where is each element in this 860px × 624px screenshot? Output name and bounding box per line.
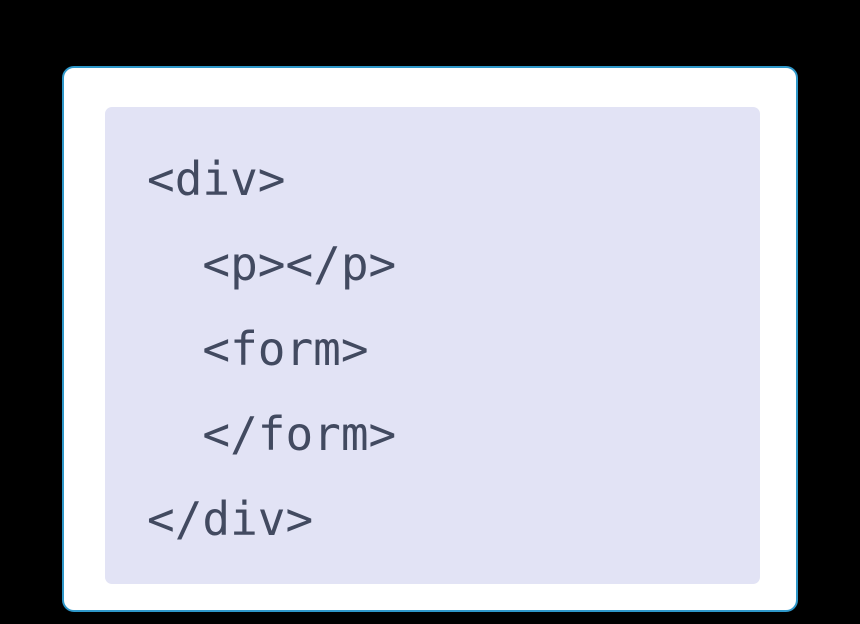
code-line: <form> xyxy=(147,322,369,376)
code-line: </div> xyxy=(147,492,314,546)
code-line: </form> xyxy=(147,407,397,461)
code-line: <p></p> xyxy=(147,237,397,291)
code-line: <div> xyxy=(147,152,286,206)
code-card: <div> <p></p> <form> </form> </div> xyxy=(62,66,798,612)
code-block: <div> <p></p> <form> </form> </div> xyxy=(105,107,760,584)
